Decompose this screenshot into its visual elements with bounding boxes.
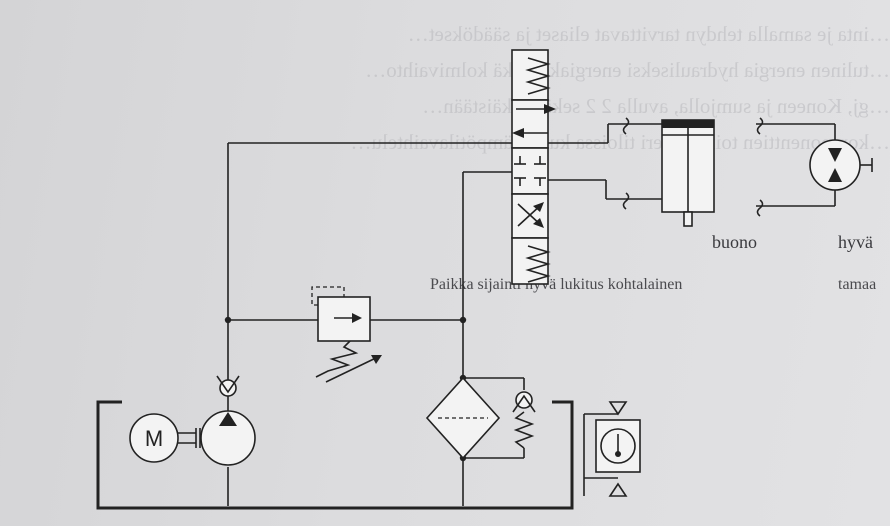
electric-motor-icon: M [129, 413, 201, 463]
filter-icon [425, 376, 501, 460]
check-valve-icon [216, 375, 240, 397]
word-buono: buono [712, 232, 757, 252]
word-hyva: hyvä [838, 232, 873, 252]
pressure-relief-valve-icon [311, 286, 382, 383]
hydraulic-cylinder-icon [661, 119, 715, 227]
hose-symbols [622, 117, 836, 217]
hydraulic-pump-icon [200, 410, 256, 466]
left-word: tamaa [838, 276, 877, 293]
table-row-text: Paikka sijainti hyvä lukitus kohtalainen [430, 276, 683, 293]
pipe-lines [224, 123, 662, 506]
directional-control-valve-icon [511, 49, 556, 285]
bypass-check-valve-icon [512, 391, 536, 449]
hydraulic-motor-icon [809, 139, 873, 191]
motor-label: M [145, 426, 163, 451]
thermometer-icon [583, 401, 641, 497]
tank-icon [96, 400, 574, 510]
